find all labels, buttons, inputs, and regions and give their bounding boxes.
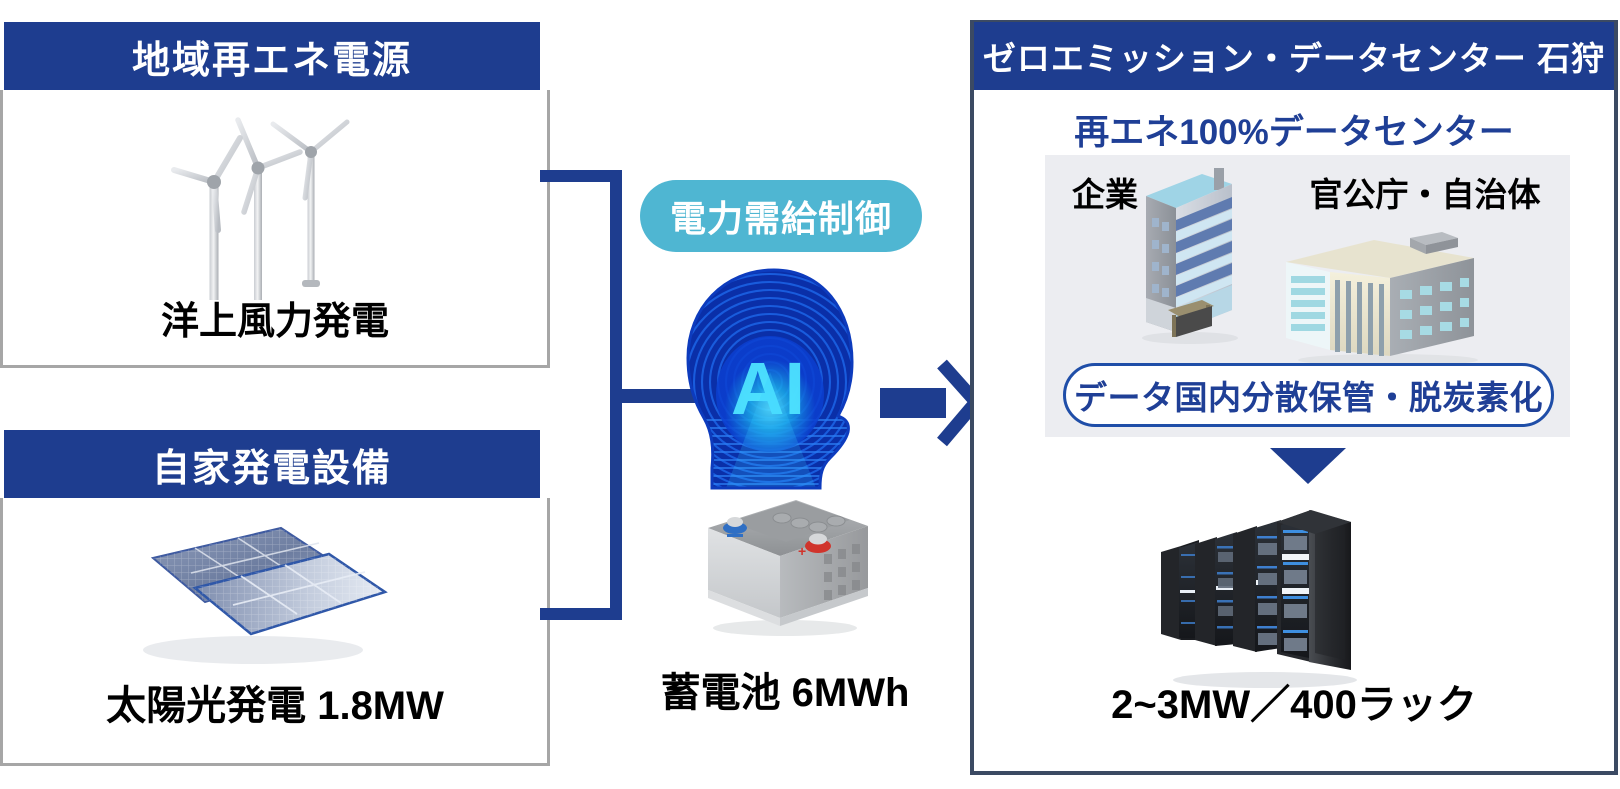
datacenter-header: ゼロエミッション・データセンター 石狩 bbox=[974, 22, 1614, 90]
down-triangle-icon bbox=[1270, 448, 1346, 486]
data-distributed-storage-pill: データ国内分散保管・脱炭素化 bbox=[1063, 363, 1554, 427]
tile-label-government: 官公庁・自治体 bbox=[1309, 176, 1541, 213]
power-supply-control-pill: 電力需給制御 bbox=[640, 180, 922, 252]
panel-body-regional-renewable: 洋上風力発電 bbox=[0, 90, 550, 368]
server-rack-icon bbox=[1155, 490, 1365, 690]
ai-head-letters: AI bbox=[731, 347, 805, 430]
panel-header-self-generation: 自家発電設備 bbox=[4, 430, 540, 498]
panel-caption-solar-power: 太陽光発電 1.8MW bbox=[106, 684, 444, 728]
battery-icon: + bbox=[690, 480, 880, 640]
tile-label-enterprise: 企業 bbox=[1072, 176, 1138, 213]
datacenter-subtitle: 再エネ100%データセンター bbox=[1074, 113, 1514, 152]
panel-header-label: 自家発電設備 bbox=[151, 447, 392, 490]
office-tower-icon bbox=[1128, 160, 1248, 345]
panel-caption-offshore-wind: 洋上風力発電 bbox=[160, 301, 389, 343]
wind-turbines-icon bbox=[168, 110, 388, 300]
datacenter-header-label: ゼロエミッション・データセンター 石狩 bbox=[982, 40, 1606, 77]
solar-panels-icon bbox=[133, 510, 423, 670]
panel-body-self-generation: 太陽光発電 1.8MW bbox=[0, 498, 550, 766]
power-supply-control-label: 電力需給制御 bbox=[669, 198, 892, 239]
connector-line bbox=[540, 165, 860, 625]
battery-caption: 蓄電池 6MWh bbox=[660, 671, 910, 715]
svg-text:+: + bbox=[798, 543, 806, 559]
panel-header-label: 地域再エネ電源 bbox=[131, 39, 412, 82]
ai-head-icon: AI bbox=[670, 262, 890, 492]
panel-header-regional-renewable: 地域再エネ電源 bbox=[4, 22, 540, 90]
government-building-icon bbox=[1278, 232, 1493, 367]
datacenter-caption: 2~3MW／400ラック bbox=[1111, 683, 1477, 727]
data-distributed-storage-label: データ国内分散保管・脱炭素化 bbox=[1074, 379, 1543, 416]
